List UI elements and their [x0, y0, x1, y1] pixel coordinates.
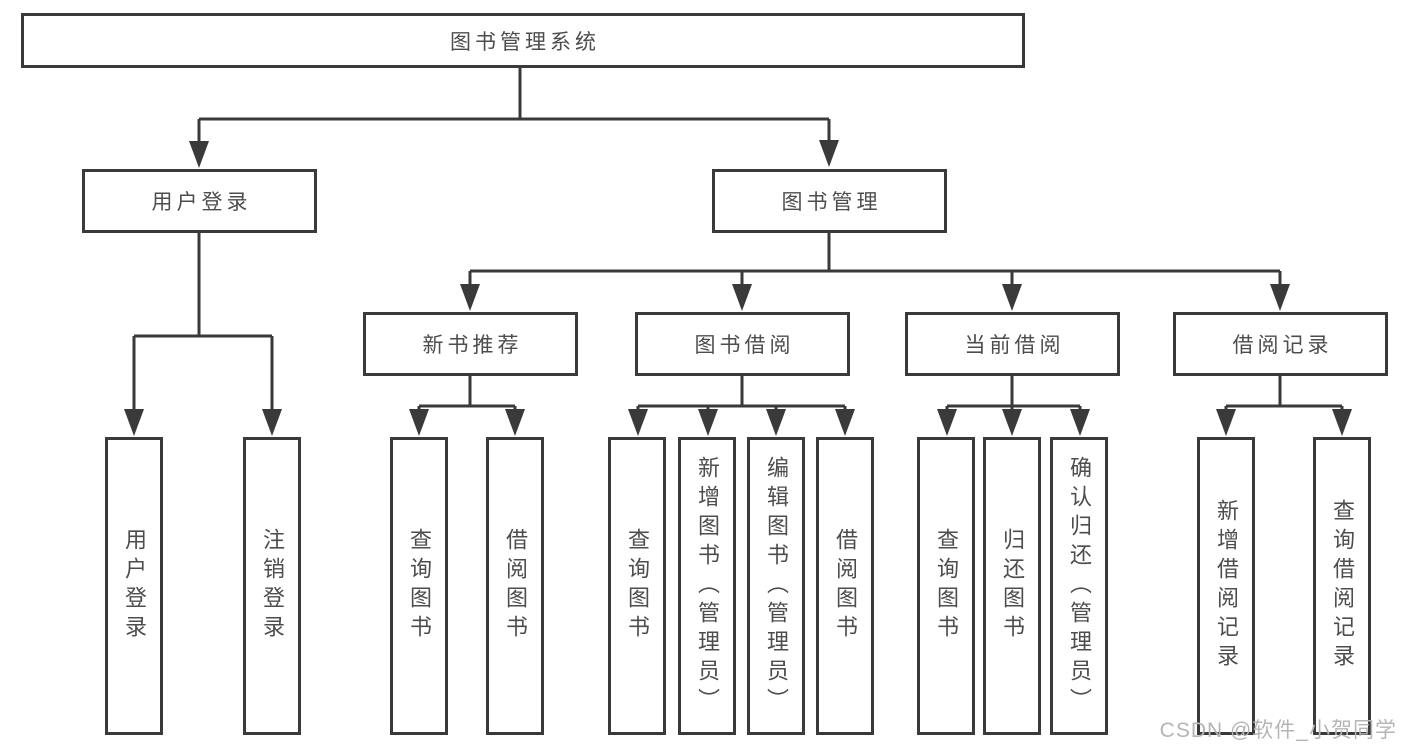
- node-label: 借阅图书: [503, 528, 528, 644]
- leaf-user-login: 用户登录: [105, 437, 163, 735]
- node-label: 编辑图书（管理员）: [764, 455, 789, 717]
- node-label: 查询图书: [934, 528, 959, 644]
- node-label: 借阅记录: [1232, 334, 1333, 357]
- csdn-watermark: CSDN @软件_小贺同学: [1159, 719, 1397, 742]
- node-label: 注销登录: [260, 528, 285, 644]
- node-label: 确认归还（管理员）: [1067, 455, 1092, 717]
- leaf-query-books-recommend: 查询图书: [390, 437, 448, 735]
- node-label: 图书管理系统: [450, 30, 600, 54]
- node-new-book-recommend: 新书推荐: [363, 312, 578, 376]
- leaf-add-borrow-record: 新增借阅记录: [1197, 437, 1255, 735]
- node-label: 查询图书: [407, 528, 432, 644]
- node-book-management: 图书管理: [712, 169, 947, 233]
- leaf-query-borrow-record: 查询借阅记录: [1313, 437, 1371, 735]
- node-root: 图书管理系统: [21, 13, 1025, 68]
- leaf-confirm-return-admin: 确认归还（管理员）: [1050, 437, 1108, 735]
- node-label: 查询图书: [625, 528, 650, 644]
- leaf-borrow-books-recommend: 借阅图书: [486, 437, 544, 735]
- node-user-login: 用户登录: [82, 169, 317, 233]
- leaf-borrow-books: 借阅图书: [816, 437, 874, 735]
- node-label: 借阅图书: [833, 528, 858, 644]
- node-label: 新书推荐: [422, 334, 523, 357]
- node-label: 用户登录: [151, 191, 252, 214]
- node-label: 当前借阅: [964, 334, 1065, 357]
- leaf-return-books: 归还图书: [983, 437, 1041, 735]
- leaf-query-books-borrow: 查询图书: [608, 437, 666, 735]
- arrowheads: [124, 140, 1352, 436]
- leaf-query-books-current: 查询图书: [917, 437, 975, 735]
- node-label: 新增借阅记录: [1214, 499, 1239, 673]
- node-label: 新增图书（管理员）: [695, 455, 720, 717]
- node-label: 归还图书: [1000, 528, 1025, 644]
- leaf-logout: 注销登录: [243, 437, 301, 735]
- node-borrow-records: 借阅记录: [1173, 312, 1388, 376]
- leaf-add-books-admin: 新增图书（管理员）: [678, 437, 736, 735]
- node-label: 用户登录: [122, 528, 147, 644]
- node-label: 图书管理: [781, 191, 882, 214]
- node-label: 图书借阅: [694, 334, 795, 357]
- node-label: 查询借阅记录: [1330, 499, 1355, 673]
- leaf-edit-books-admin: 编辑图书（管理员）: [747, 437, 805, 735]
- node-book-borrow: 图书借阅: [635, 312, 850, 376]
- node-current-borrow: 当前借阅: [905, 312, 1120, 376]
